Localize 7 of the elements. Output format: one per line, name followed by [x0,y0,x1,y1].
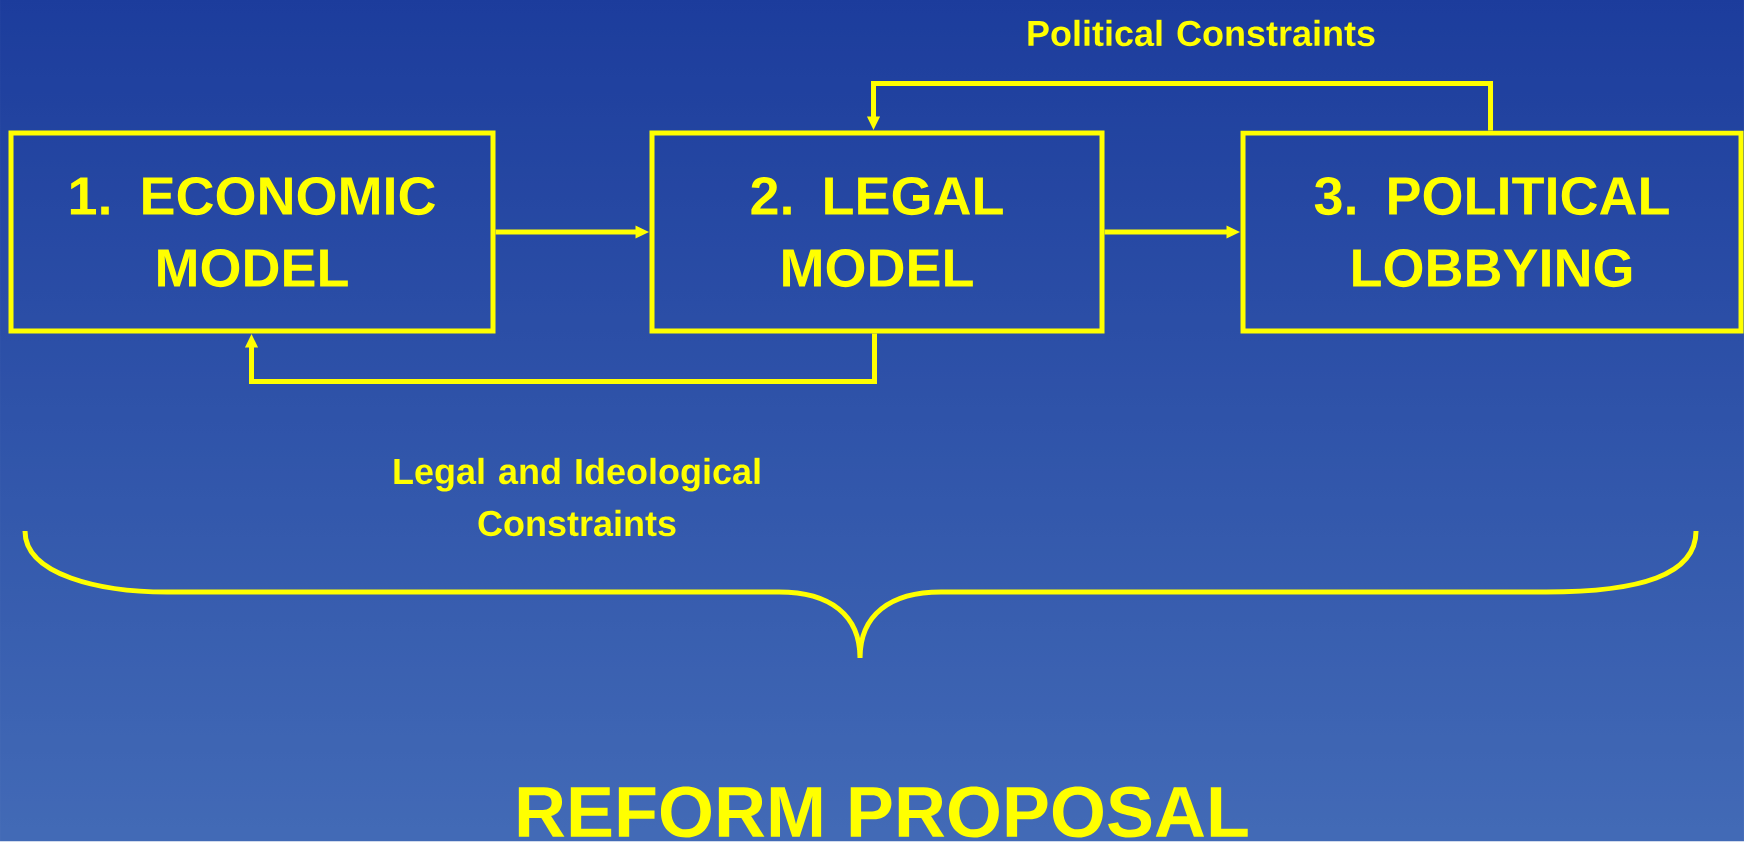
edge-label: Legal and Ideological Constraints [394,457,760,537]
process-box: 1. ECONOMIC MODEL [8,130,496,334]
process-box: 3. POLITICAL LOBBYING [1240,130,1744,334]
process-box: 2. LEGAL MODEL [649,130,1105,334]
heading-text: REFORM PROPOSAL [518,786,1248,838]
arrow [244,333,877,384]
edge-label: Political Constraints [1028,19,1375,47]
